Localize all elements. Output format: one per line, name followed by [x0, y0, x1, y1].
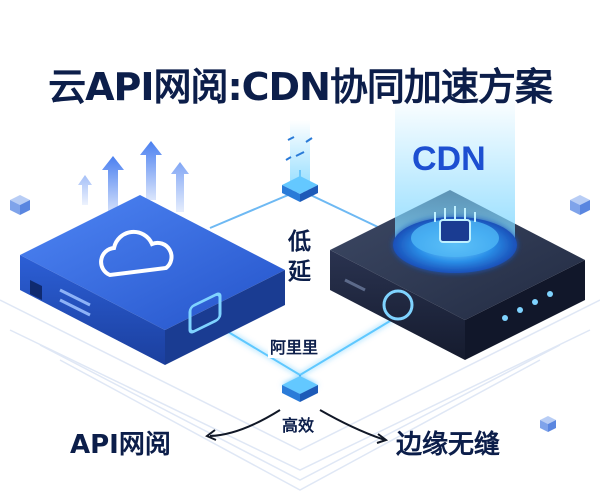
low-label: 低 [288, 229, 311, 255]
latency-label: 延 [288, 259, 311, 285]
upload-arrow-icon [78, 141, 189, 215]
flow-arrows [205, 409, 389, 444]
background-platform [0, 299, 600, 491]
seamless-label: 边缘无缝 [396, 430, 501, 460]
junction-chip [282, 376, 318, 402]
decorative-cubes [10, 195, 590, 432]
efficient-label: 高效 [282, 416, 315, 435]
cloud-icon [99, 229, 174, 278]
api-gateway-box [20, 195, 285, 365]
cdn-chip-icon [393, 95, 517, 273]
cdn-label: CDN [412, 140, 486, 178]
api-gateway-label: API网阅 [70, 430, 171, 460]
cdn-box [330, 190, 585, 360]
signal-chip-icon [282, 120, 318, 202]
page-title: 云API网阅:CDN协同加速方案 [48, 65, 553, 109]
aliyun-label: 阿里里 [268, 334, 321, 358]
